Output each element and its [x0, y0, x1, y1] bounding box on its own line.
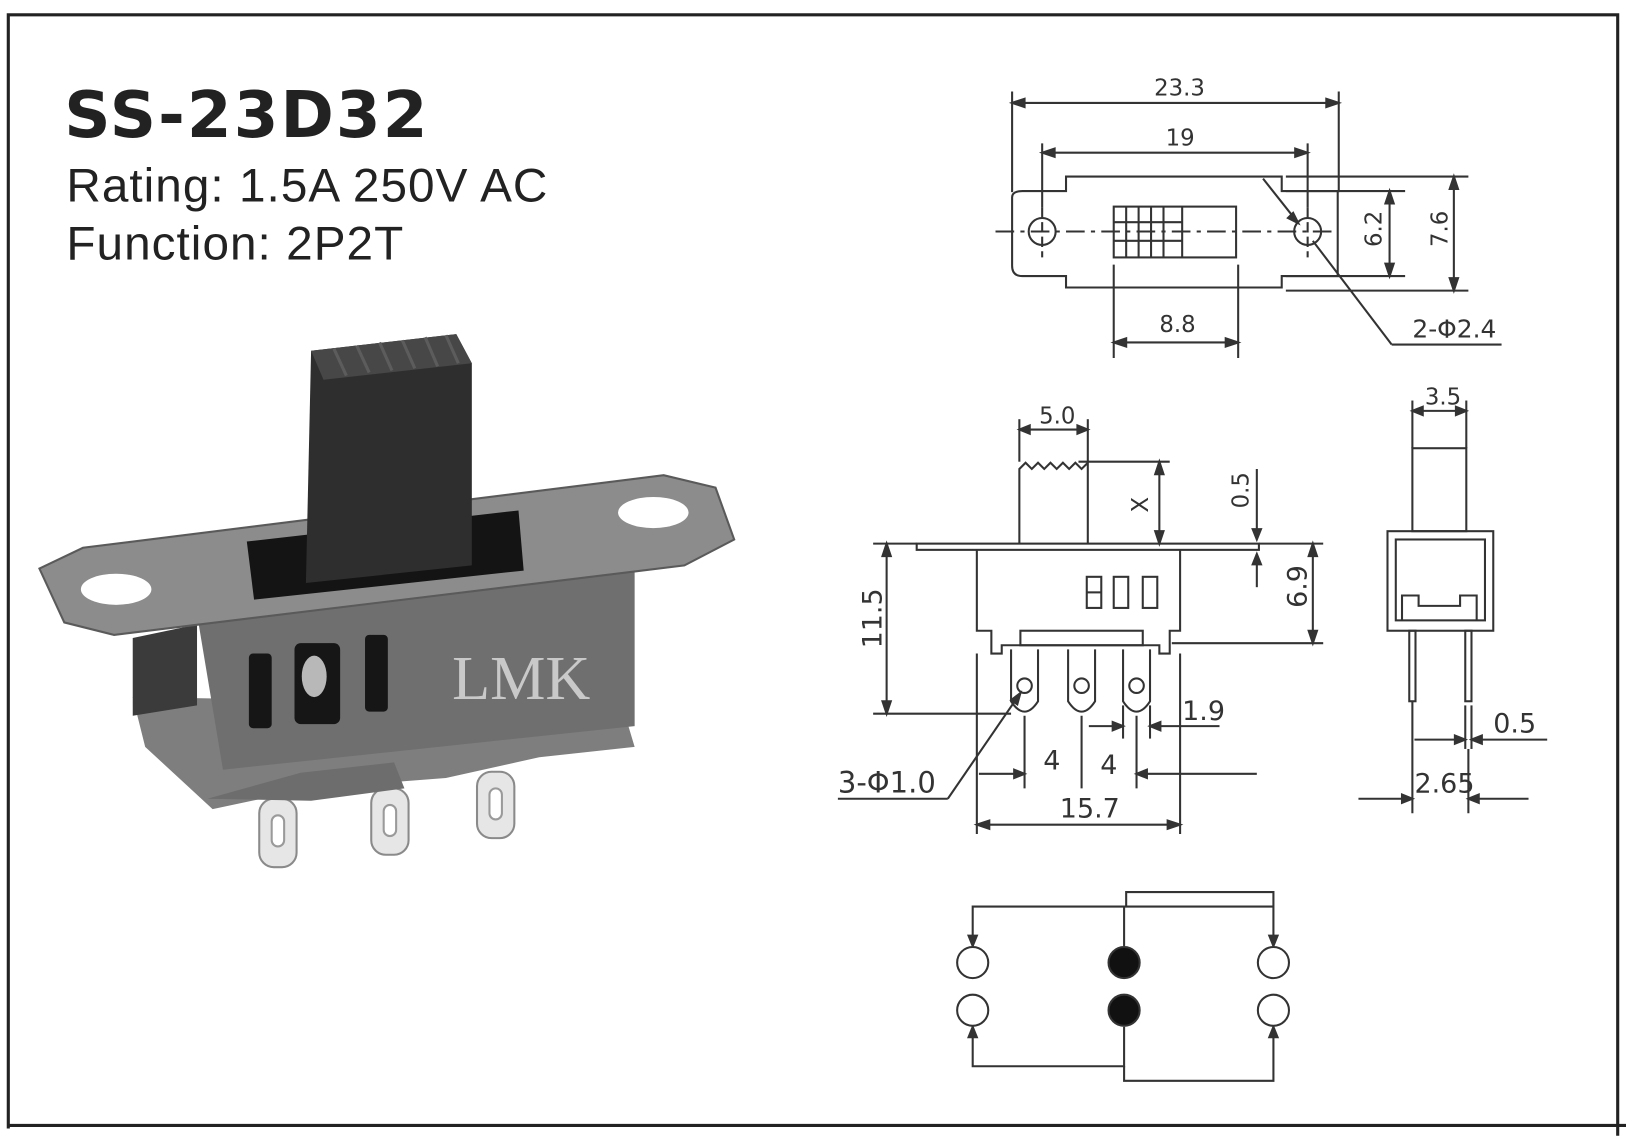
- dim-hole-spacing: 19: [1166, 125, 1195, 151]
- dim-outer-height: 7.6: [1428, 211, 1454, 247]
- front-view-drawing: [837, 419, 1324, 834]
- dim-actuator-thickness: 3.5: [1425, 385, 1461, 411]
- rating-text: Rating: 1.5A 250V AC: [66, 159, 548, 212]
- front-view-terminal-2: [1067, 649, 1097, 713]
- contact-2: [1107, 945, 1141, 980]
- contact-1: [956, 945, 990, 980]
- front-view-plate: [915, 542, 1260, 551]
- schematic-contacts: [956, 945, 1291, 1027]
- circuit-schematic: [967, 891, 1280, 1082]
- dim-pitch-2: 4: [1100, 750, 1117, 781]
- front-view-actuator: [1018, 460, 1089, 544]
- side-view-drawing: [1358, 400, 1548, 814]
- dim-overall-height: 11.5: [857, 588, 888, 648]
- function-text: Function: 2P2T: [66, 217, 404, 270]
- dim-actuator-height: X: [1128, 497, 1154, 513]
- brand-logo-text: LMK: [452, 645, 590, 713]
- dim-pitch-1: 4: [1043, 746, 1060, 777]
- mount-hole-left: [80, 573, 152, 605]
- model-title: SS-23D32: [64, 78, 429, 153]
- dim-terminal-holes: 3-Φ1.0: [838, 766, 936, 800]
- front-view-body: [975, 549, 1182, 655]
- dim-body-length: 15.7: [1060, 793, 1120, 824]
- dim-overall-length: 23.3: [1154, 76, 1205, 102]
- side-view-actuator: [1411, 447, 1468, 533]
- actuator-ridges: [332, 334, 460, 377]
- contact-4: [956, 993, 990, 1027]
- product-illustration: LMK: [38, 334, 736, 869]
- dim-terminal-spacing: 2.65: [1414, 769, 1474, 800]
- dim-slot-width: 8.8: [1159, 312, 1195, 338]
- actuator: [305, 334, 472, 584]
- mount-hole-right: [618, 496, 689, 529]
- front-view-terminal-3: [1122, 649, 1152, 713]
- dim-terminal-width: 1.9: [1182, 696, 1225, 727]
- top-view-drawing: [995, 91, 1502, 359]
- contact-3: [1256, 945, 1291, 980]
- dim-terminal-thickness: 0.5: [1493, 708, 1536, 739]
- side-view-pin-left: [1408, 629, 1417, 703]
- contact-5: [1107, 993, 1141, 1027]
- contact-6: [1256, 993, 1291, 1027]
- page-border: [6, 13, 1620, 1136]
- dim-actuator-width: 5.0: [1039, 403, 1075, 429]
- side-view-body-outer: [1386, 530, 1495, 632]
- dim-mount-holes: 2-Φ2.4: [1412, 314, 1496, 343]
- dim-plate-thickness: 0.5: [1229, 472, 1255, 508]
- dim-body-height: 6.9: [1283, 565, 1314, 608]
- side-view-pin-right: [1464, 629, 1473, 703]
- dim-inner-height: 6.2: [1361, 211, 1387, 247]
